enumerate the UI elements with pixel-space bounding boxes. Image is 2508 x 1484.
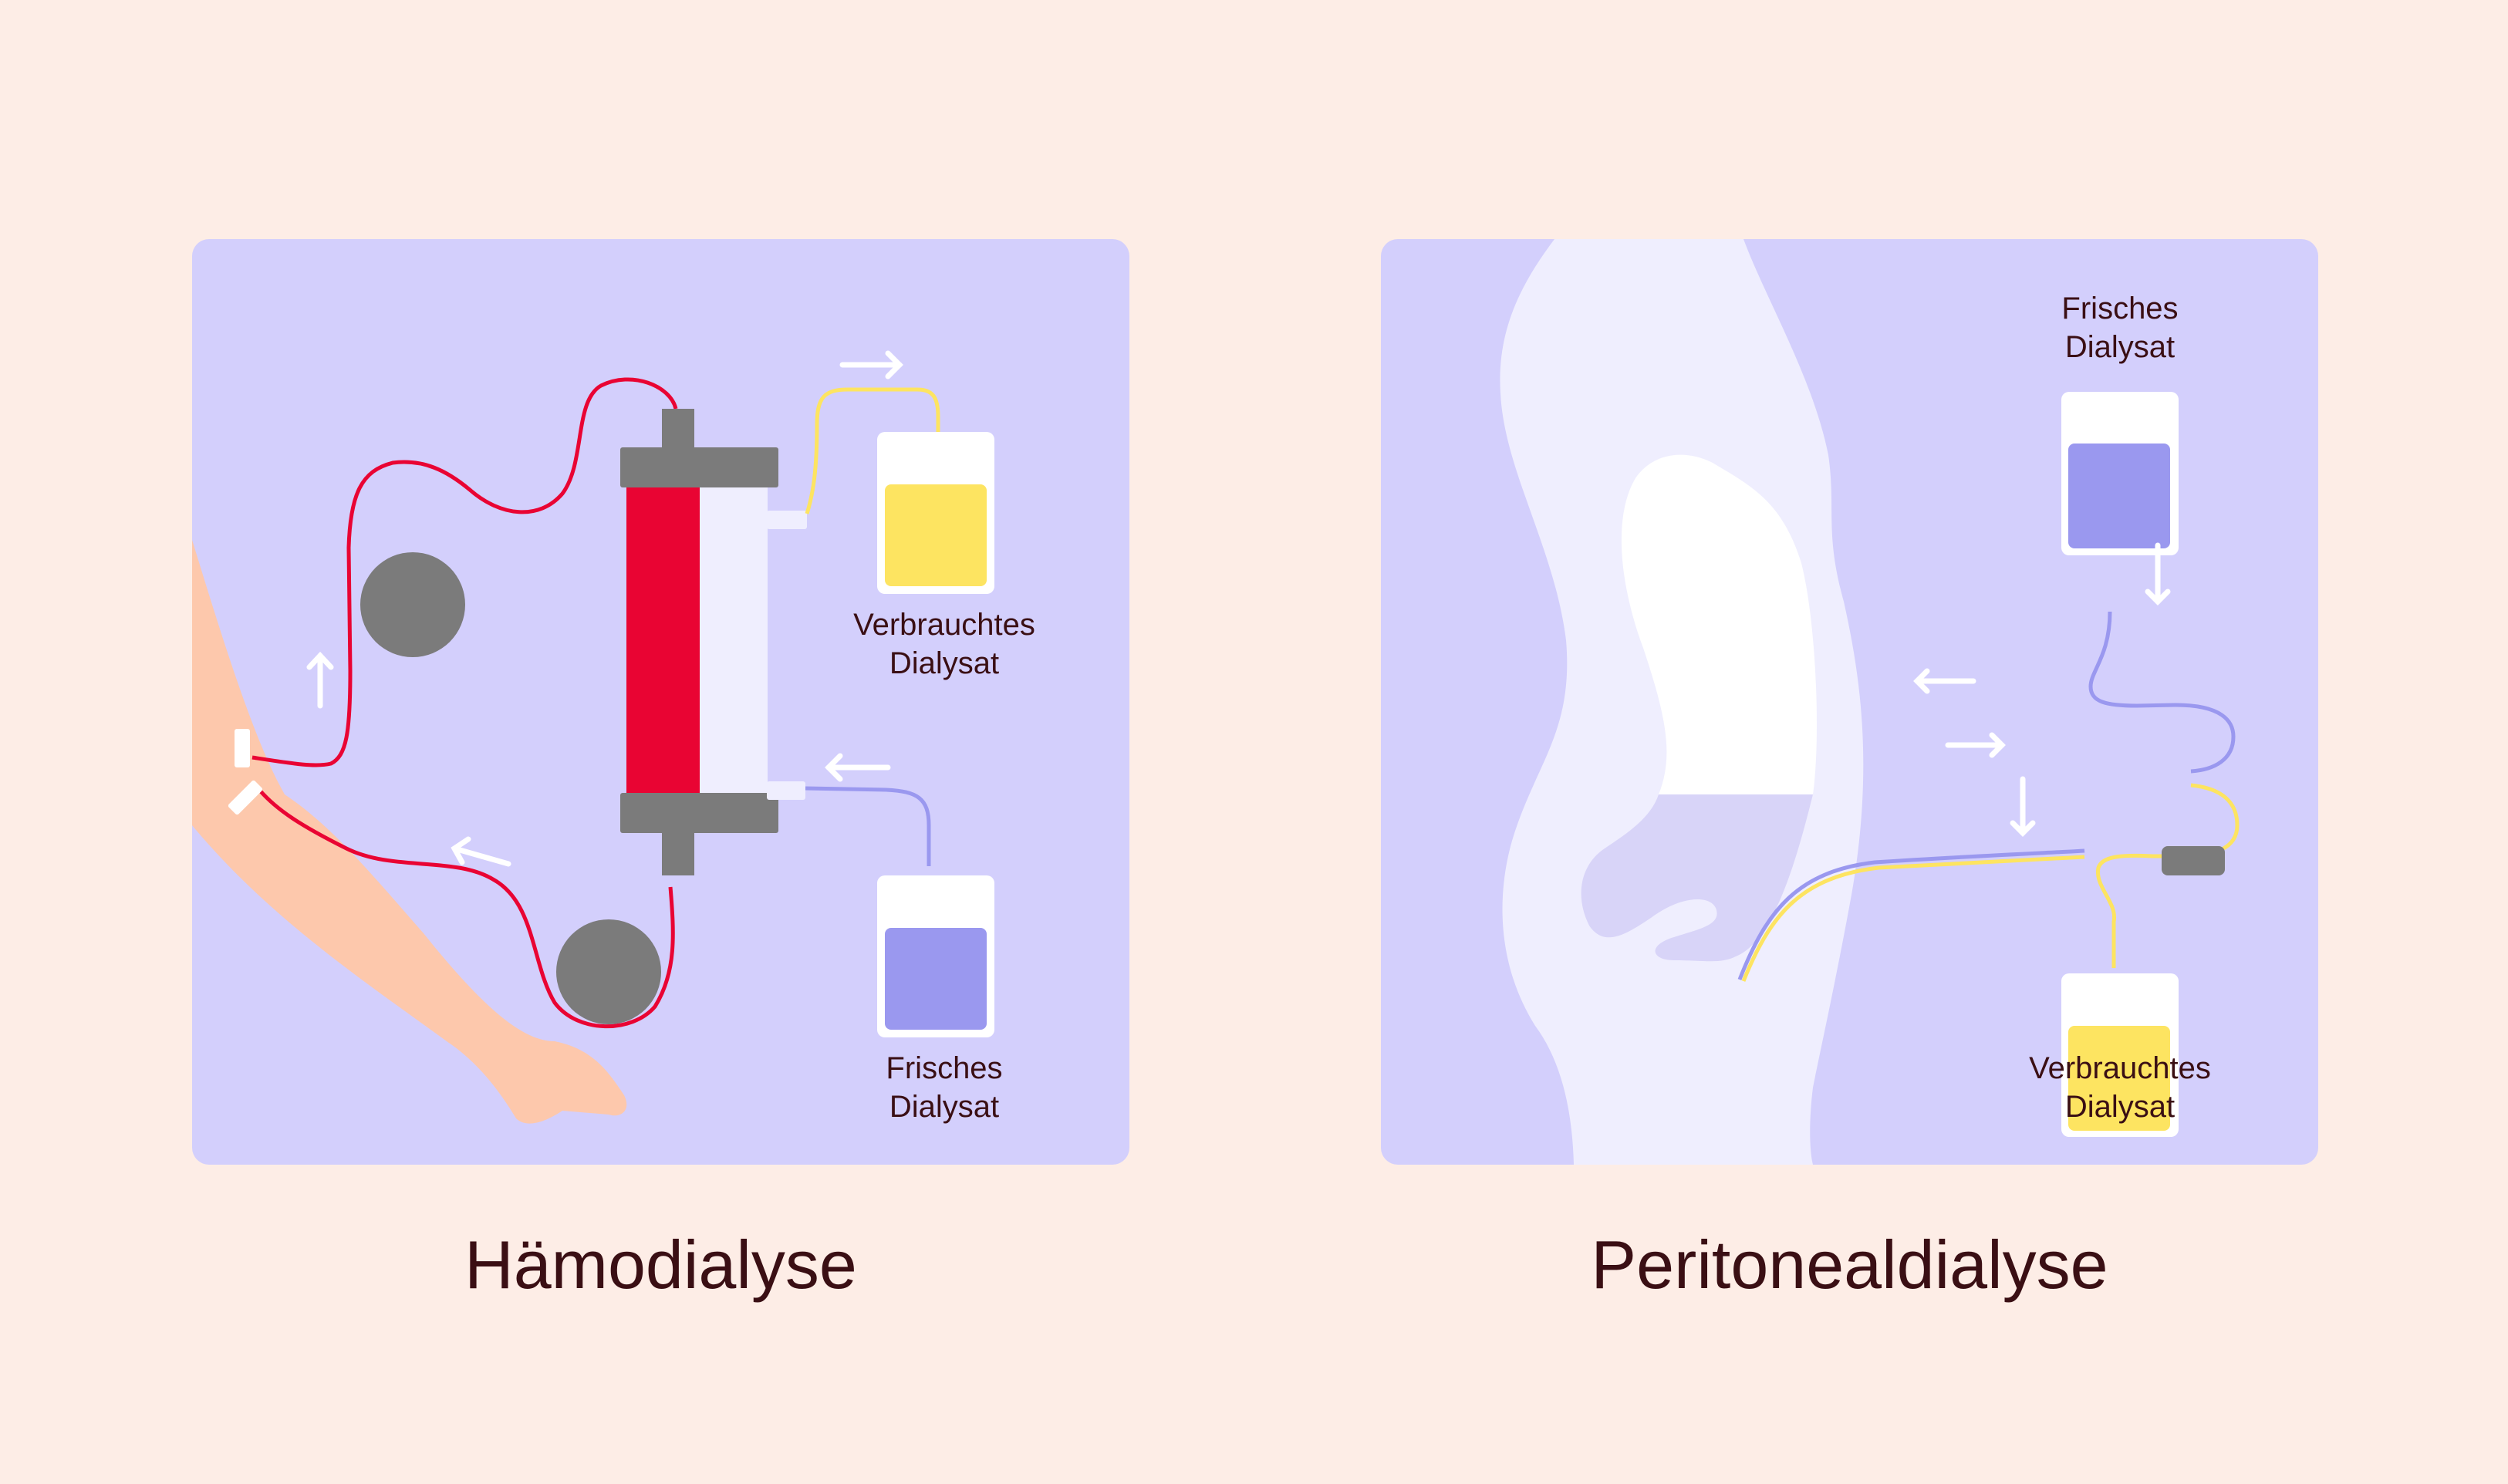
blood-pump-bottom	[556, 919, 661, 1024]
dialysate-in-abdomen	[1581, 794, 1813, 962]
arrow-left-icon	[1913, 668, 1976, 694]
fresh-dialysate-fill	[885, 928, 987, 1030]
used-dialysate-tube	[805, 387, 940, 514]
fresh-dialysate-tube	[805, 786, 931, 866]
catheter-used-tube	[1741, 855, 2085, 982]
peritoneal-dialysis-panel: Frisches Dialysat Verbrauchtes Dialysat	[1381, 239, 2318, 1165]
hemodialysis-title: Hämodialyse	[464, 1226, 857, 1303]
dialyzer-bottom-cap	[620, 793, 778, 833]
dialyzer-blood-chamber	[626, 487, 700, 796]
used-dialysate-label: Verbrauchtes Dialysat	[853, 608, 1035, 680]
used-dialysate-fill	[885, 484, 987, 586]
peritoneal-cavity	[1621, 454, 1817, 794]
hemodialysis-illustration	[192, 350, 994, 1124]
dialysate-port-out	[767, 511, 807, 529]
used-dialysate-label: Verbrauchtes Dialysat	[2029, 1051, 2211, 1124]
dialyzer-top-cap	[620, 447, 778, 487]
dialysate-port-in	[767, 781, 805, 800]
fresh-supply-tube	[2088, 611, 2236, 774]
arrow-right-icon	[1945, 732, 2006, 758]
fresh-dialysate-fill	[2068, 444, 2170, 548]
fresh-dialysate-label: Frisches Dialysat	[886, 1051, 1003, 1124]
dialyzer-dialysate-chamber	[700, 487, 768, 796]
access-tape-venous	[228, 780, 263, 815]
dialyzer-bottom-nozzle	[662, 829, 694, 875]
peritoneal-illustration	[1500, 239, 2240, 1165]
used-drain-tube	[2095, 783, 2240, 968]
arm-shape	[192, 540, 627, 1124]
fresh-dialysate-label: Frisches Dialysat	[2061, 292, 2179, 364]
arrow-up-icon	[306, 651, 334, 709]
used-dialysate-fill	[2068, 1026, 2170, 1131]
arterial-tube	[251, 377, 678, 767]
peritoneal-dialysis-title: Peritonealdialyse	[1591, 1226, 2108, 1303]
catheter-connector	[2162, 846, 2225, 875]
venous-tube	[258, 789, 675, 1029]
arrow-up-left-icon	[451, 836, 511, 867]
arrow-right-icon	[839, 350, 903, 379]
arrow-down-icon	[2010, 776, 2036, 837]
arrow-left-icon	[825, 753, 891, 782]
access-tape-arterial	[235, 729, 250, 767]
arrow-down-icon	[2145, 542, 2171, 605]
hemodialysis-panel: Verbrauchtes Dialysat Frisches Dialysat	[192, 239, 1129, 1165]
blood-pump-top	[360, 552, 465, 657]
catheter-fresh-tube	[1737, 848, 2085, 980]
